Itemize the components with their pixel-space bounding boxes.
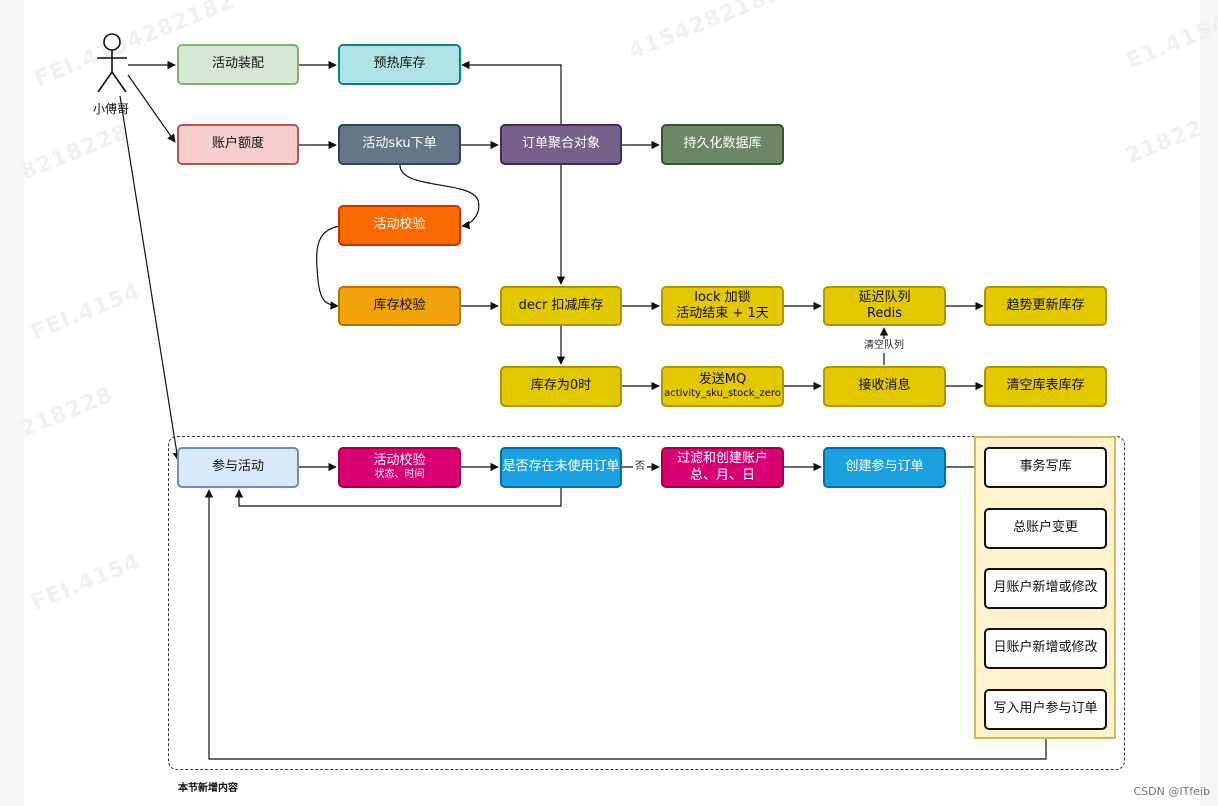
node-preheat-stock: 预热库存 [338,44,461,85]
node-total-account-change: 总账户变更 [984,508,1107,549]
node-stock-zero: 库存为0时 [500,366,622,407]
edge-label-no: 否 [633,460,647,474]
new-section-frame [168,436,1125,770]
node-activity-check: 活动校验 [338,205,461,246]
node-lock: lock 加锁 活动结束 + 1天 [661,286,784,326]
edge-label-clear-queue: 清空队列 [862,339,906,353]
node-send-mq: 发送MQ activity_sku_stock_zero [661,366,784,407]
node-delay-queue-line2: Redis [866,306,903,321]
node-order-aggregate: 订单聚合对象 [500,124,622,165]
node-trend-update: 趋势更新库存 [984,286,1107,326]
node-decr-stock: decr 扣减库存 [500,286,622,326]
node-day-account: 日账户新增或修改 [984,628,1107,669]
arrow-aggregate-to-preheat [461,60,562,124]
node-delay-queue-line1: 延迟队列 [858,289,911,305]
actor-figure [97,33,127,93]
section-caption: 本节新增内容 [178,783,238,794]
node-send-mq-line1: 发送MQ [698,372,747,388]
node-filter-create-account-line1: 过滤和创建账户 [676,451,768,467]
arrow-actor-to-quota [127,74,176,143]
node-persist-db: 持久化数据库 [661,124,784,165]
node-activity-check-2: 活动校验 状态、时间 [338,447,461,488]
node-unused-order-exists: 是否存在未使用订单 [500,447,622,488]
node-month-account: 月账户新增或修改 [984,568,1107,609]
node-delay-queue: 延迟队列 Redis [823,286,946,326]
node-filter-create-account-line2: 总、月、日 [689,467,755,483]
actor-label: 小傅哥 [93,102,130,116]
node-lock-line2: 活动结束 + 1天 [676,306,769,321]
node-activity-check-2-line1: 活动校验 [373,453,426,469]
node-send-mq-line2: activity_sku_stock_zero [664,388,781,400]
arrow-activity-check-to-stock-check [316,225,341,310]
node-filter-create-account: 过滤和创建账户 总、月、日 [661,447,784,488]
node-write-user-order: 写入用户参与订单 [984,689,1107,730]
node-activity-check-2-line2: 状态、时间 [374,469,425,481]
node-txn-write: 事务写库 [984,447,1107,488]
node-clear-table-stock: 清空库表库存 [984,366,1107,407]
arrow-actor-to-join [119,95,181,461]
node-activity-sku-order: 活动sku下单 [338,124,461,165]
credit-text: CSDN @ITfeib [1133,785,1210,798]
node-stock-check: 库存校验 [338,286,461,326]
node-create-join-order: 创建参与订单 [823,447,946,488]
node-lock-line1: lock 加锁 [694,289,751,305]
node-join-activity: 参与活动 [177,447,299,488]
node-account-quota: 账户额度 [177,124,299,165]
node-activity-assembly: 活动装配 [177,44,299,85]
arrow-sku-to-activity-check [399,164,480,230]
arrow-txn-back-to-join [204,489,1047,760]
node-receive-msg: 接收消息 [823,366,946,407]
arrow-unused-back-to-join [234,487,562,507]
